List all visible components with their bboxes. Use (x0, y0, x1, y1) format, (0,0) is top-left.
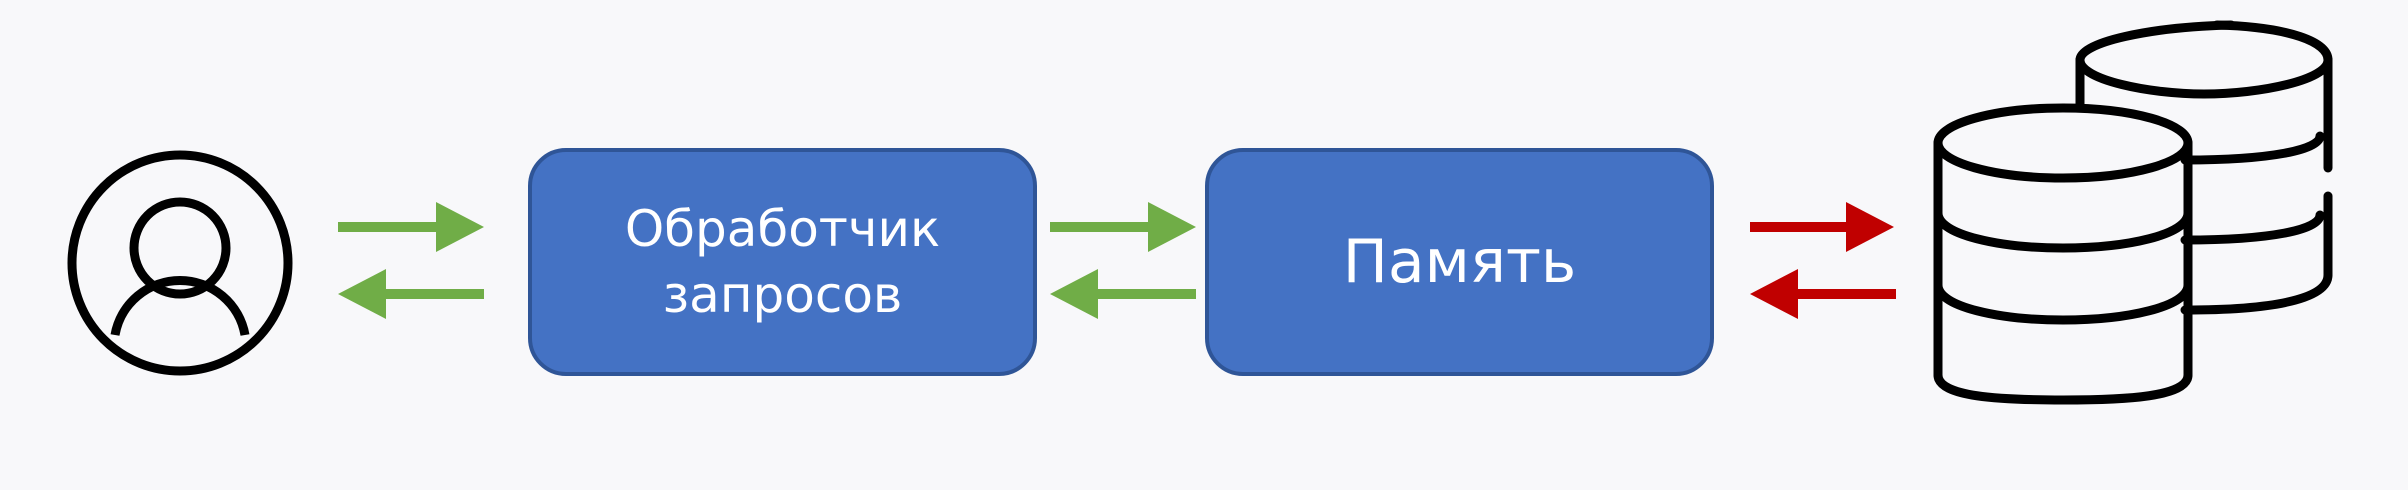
arrow-database-to-memory (1750, 269, 1896, 319)
arrow-user-to-handler (338, 202, 484, 252)
memory-box (1205, 148, 1714, 376)
user-circle-icon (67, 150, 293, 376)
database-stack-icon (1933, 20, 2333, 405)
arrow-handler-to-user (338, 269, 484, 319)
arrow-memory-to-database (1750, 202, 1894, 252)
handler-box (528, 148, 1037, 376)
arrow-memory-to-handler (1050, 269, 1196, 319)
arrow-handler-to-memory (1050, 202, 1196, 252)
